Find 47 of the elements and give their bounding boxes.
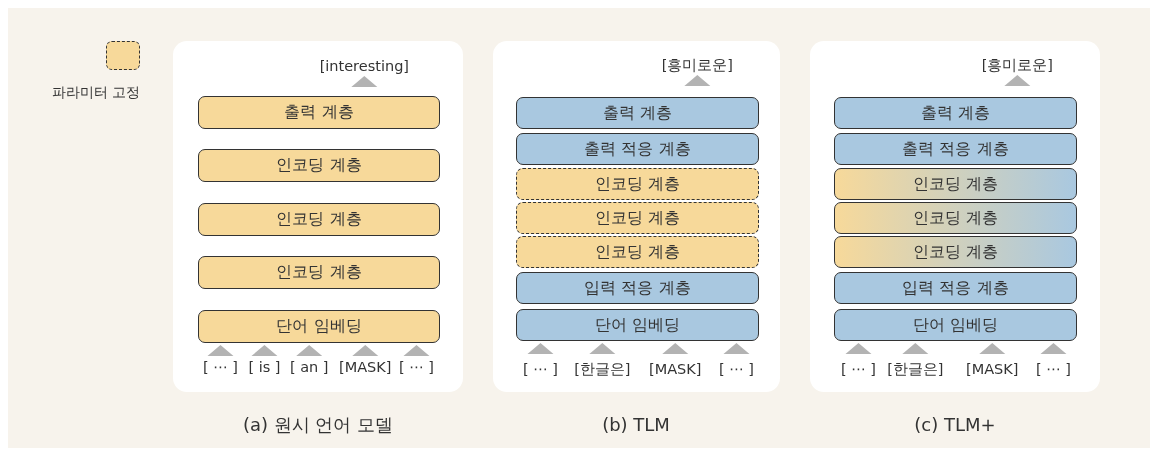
panel-caption: (c) TLM+: [914, 414, 996, 436]
arrow: [352, 345, 379, 357]
panel-card: [493, 41, 780, 392]
input-token: [ ⋯ ]: [839, 360, 878, 378]
output-word: [흥미로운]: [660, 56, 735, 74]
input-token: [ ⋯ ]: [201, 358, 240, 376]
layer-box: 출력 적응 계층: [834, 133, 1077, 165]
arrow: [251, 345, 278, 357]
layer-box: 출력 계층: [834, 97, 1077, 129]
layer-box: 인코딩 계층: [198, 256, 440, 289]
layer-box: 인코딩 계층: [516, 168, 759, 200]
panel-card: [173, 41, 463, 392]
layer-box: 단어 임베딩: [198, 310, 440, 343]
panel-caption: (b) TLM: [602, 414, 670, 436]
layer-box: 인코딩 계층: [516, 202, 759, 234]
legend-label: 파라미터 고정: [51, 84, 140, 102]
layer-box: 입력 적응 계층: [834, 272, 1077, 304]
layer-box: 입력 적응 계층: [516, 272, 759, 304]
panel-card: [810, 41, 1100, 392]
layer-box: 단어 임베딩: [834, 309, 1077, 341]
input-token: [ an ]: [288, 358, 330, 376]
input-token: [한글은]: [572, 360, 632, 378]
layer-box: 인코딩 계층: [834, 202, 1077, 234]
input-token: [ ⋯ ]: [521, 360, 560, 378]
panel-caption: (a) 원시 언어 모델: [242, 414, 394, 436]
layer-box: 인코딩 계층: [516, 236, 759, 268]
arrow: [403, 345, 430, 357]
arrow: [207, 345, 234, 357]
layer-box: 인코딩 계층: [834, 168, 1077, 200]
layer-box: 출력 계층: [516, 97, 759, 129]
input-token: [ ⋯ ]: [397, 358, 436, 376]
input-token: [한글은]: [885, 360, 945, 378]
layer-box: 인코딩 계층: [198, 149, 440, 182]
output-word: [흥미로운]: [980, 56, 1055, 74]
output-word: [interesting]: [318, 57, 411, 75]
arrow: [296, 345, 323, 357]
input-token: [MASK]: [337, 358, 393, 376]
input-token: [ is ]: [246, 358, 282, 376]
input-token: [MASK]: [964, 360, 1020, 378]
layer-box: 인코딩 계층: [834, 236, 1077, 268]
layer-box: 출력 계층: [198, 96, 440, 129]
layer-box: 인코딩 계층: [198, 203, 440, 236]
layer-box: 출력 적응 계층: [516, 133, 759, 165]
input-token: [MASK]: [647, 360, 703, 378]
layer-box: 단어 임베딩: [516, 309, 759, 341]
input-token: [ ⋯ ]: [1034, 360, 1073, 378]
input-token: [ ⋯ ]: [717, 360, 756, 378]
